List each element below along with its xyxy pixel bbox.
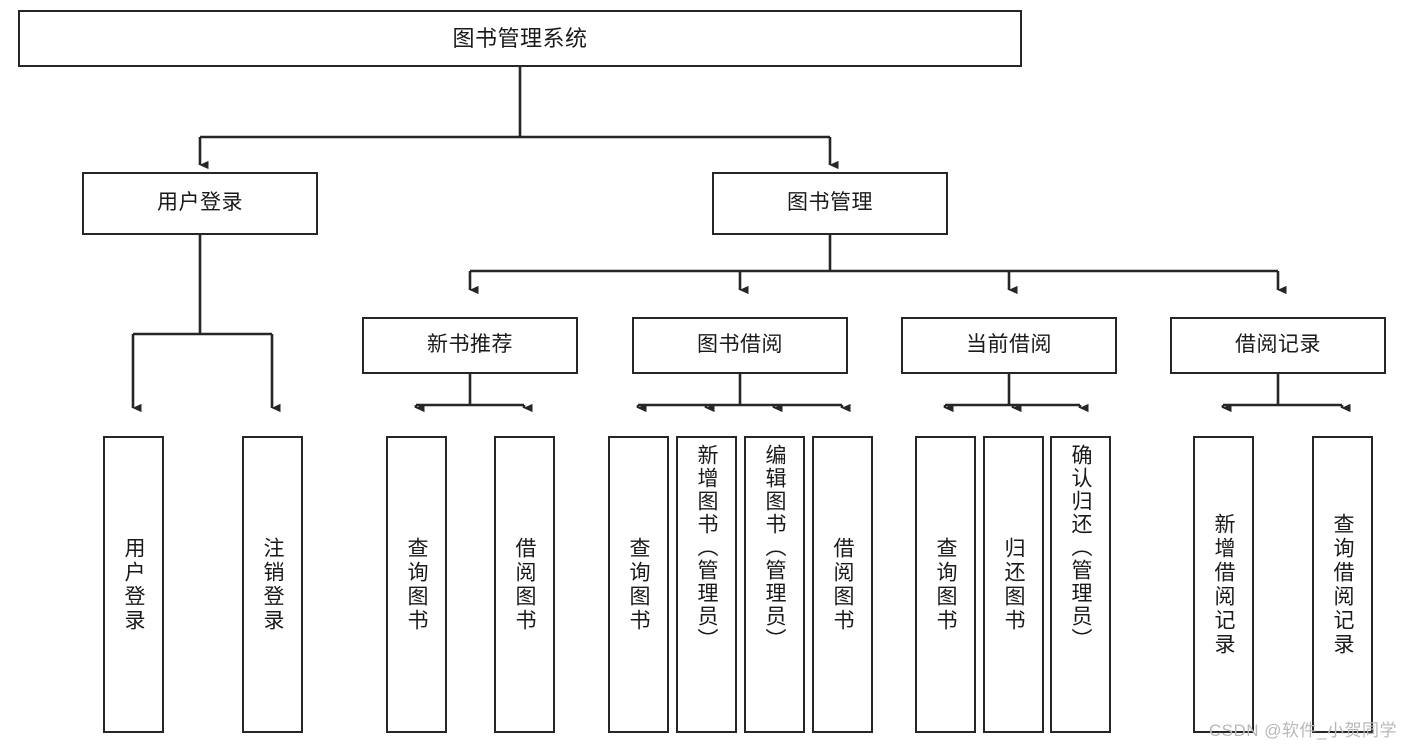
node-leaf-user-login[interactable]: 用户登录 xyxy=(103,436,164,733)
node-leaf-edit-book-label: 编辑图书（管理员） xyxy=(763,444,786,651)
node-leaf-add-book-label: 新增图书（管理员） xyxy=(695,444,718,651)
node-leaf-query-book-3[interactable]: 查询图书 xyxy=(915,436,976,733)
node-leaf-query-book-2-label: 查询图书 xyxy=(627,536,650,633)
node-book-borrow[interactable]: 图书借阅 xyxy=(632,317,848,374)
node-root-system[interactable]: 图书管理系统 xyxy=(18,10,1022,67)
node-leaf-return-book[interactable]: 归还图书 xyxy=(983,436,1044,733)
node-leaf-add-book[interactable]: 新增图书（管理员） xyxy=(676,436,737,733)
node-leaf-borrow-book-2[interactable]: 借阅图书 xyxy=(812,436,873,733)
node-book-manage-label: 图书管理 xyxy=(787,191,873,215)
node-leaf-return-book-label: 归还图书 xyxy=(1002,536,1025,633)
node-leaf-borrow-book-2-label: 借阅图书 xyxy=(831,536,854,633)
node-leaf-borrow-book-1[interactable]: 借阅图书 xyxy=(494,436,555,733)
node-root-system-label: 图书管理系统 xyxy=(452,25,588,51)
node-leaf-user-login-label: 用户登录 xyxy=(122,536,145,633)
node-user-login[interactable]: 用户登录 xyxy=(82,172,318,235)
node-borrow-record[interactable]: 借阅记录 xyxy=(1170,317,1386,374)
node-current-borrow-label: 当前借阅 xyxy=(966,333,1052,357)
watermark-text: CSDN @软件_小贺同学 xyxy=(1208,721,1397,740)
node-leaf-query-record[interactable]: 查询借阅记录 xyxy=(1312,436,1373,733)
node-book-borrow-label: 图书借阅 xyxy=(697,333,783,357)
node-current-borrow[interactable]: 当前借阅 xyxy=(901,317,1117,374)
node-leaf-borrow-book-1-label: 借阅图书 xyxy=(513,536,536,633)
node-user-login-label: 用户登录 xyxy=(157,191,243,215)
node-leaf-logout-label: 注销登录 xyxy=(261,536,284,633)
node-leaf-confirm-return-label: 确认归还（管理员） xyxy=(1069,444,1092,651)
node-leaf-query-book-1[interactable]: 查询图书 xyxy=(386,436,447,733)
node-book-manage[interactable]: 图书管理 xyxy=(712,172,948,235)
node-leaf-query-record-label: 查询借阅记录 xyxy=(1331,512,1354,657)
node-new-book-rec[interactable]: 新书推荐 xyxy=(362,317,578,374)
node-leaf-add-record-label: 新增借阅记录 xyxy=(1212,512,1235,657)
node-leaf-add-record[interactable]: 新增借阅记录 xyxy=(1193,436,1254,733)
node-leaf-confirm-return[interactable]: 确认归还（管理员） xyxy=(1050,436,1111,733)
node-leaf-query-book-2[interactable]: 查询图书 xyxy=(608,436,669,733)
node-borrow-record-label: 借阅记录 xyxy=(1235,333,1321,357)
node-leaf-edit-book[interactable]: 编辑图书（管理员） xyxy=(744,436,805,733)
node-leaf-query-book-3-label: 查询图书 xyxy=(934,536,957,633)
node-leaf-logout[interactable]: 注销登录 xyxy=(242,436,303,733)
node-leaf-query-book-1-label: 查询图书 xyxy=(405,536,428,633)
node-new-book-rec-label: 新书推荐 xyxy=(427,333,513,357)
